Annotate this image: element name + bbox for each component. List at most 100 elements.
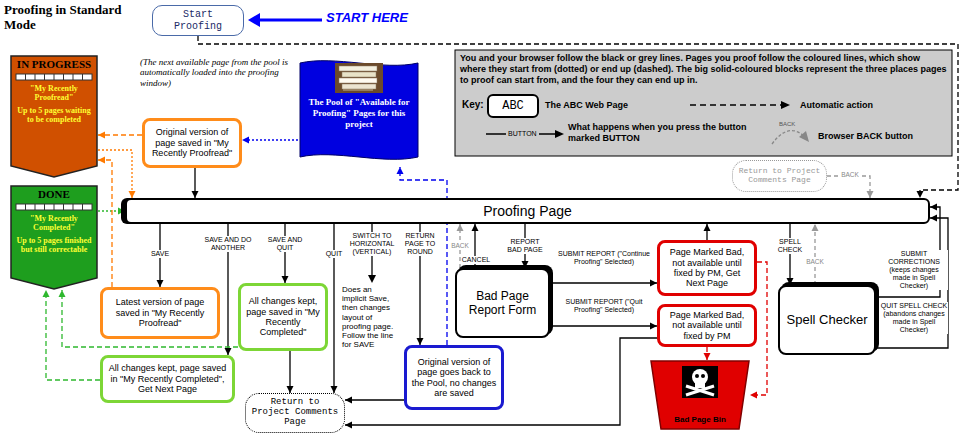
start-arrowhead (248, 13, 260, 27)
connector (787, 224, 794, 285)
progress-tick (73, 204, 74, 210)
arrowhead (812, 224, 819, 231)
note-label: ABC (488, 99, 538, 113)
paper-sheet (339, 66, 377, 71)
progress-tick (44, 204, 45, 210)
legend-back-arrowhead (799, 131, 809, 142)
process-box: Spell Checker (778, 285, 876, 355)
progress-tick (54, 204, 55, 210)
legend-text: Automatic action (800, 100, 873, 111)
arrowhead (704, 353, 711, 360)
arrowhead (787, 278, 794, 285)
button-label: SAVE AND DO ANOTHER (203, 236, 253, 252)
connector (287, 351, 294, 393)
node-text: The Pool of "Available for Proofing" Pag… (306, 97, 412, 129)
banner-outline (11, 186, 97, 289)
progress-tick (25, 204, 26, 210)
connector (550, 323, 657, 330)
connector-line (400, 167, 447, 345)
arrowhead (282, 276, 289, 283)
button-label: SUBMIT REPORT ("Continue Proofing" Selec… (556, 250, 652, 266)
arrowhead (345, 397, 352, 404)
arrowhead (225, 348, 232, 355)
legend-page-sample (488, 95, 538, 117)
node-text: Page Marked Bad, not available until fix… (664, 310, 750, 341)
legend-auto-line (690, 104, 782, 105)
note-label: START HERE (326, 10, 456, 25)
node-text: Latest version of page saved in "My Rece… (107, 297, 213, 328)
switch-arrowhead (368, 275, 376, 283)
progress-tick (73, 74, 74, 80)
start-arrow (258, 19, 322, 22)
node-text: All changes kept, page saved in "My Rece… (107, 363, 228, 394)
node-text: Original version of page saved in "My Re… (149, 127, 235, 158)
arrowhead (650, 323, 657, 330)
button-label: QUIT (322, 250, 346, 258)
note-label: BACK (779, 121, 795, 127)
progress-tick (44, 74, 45, 80)
connector (827, 176, 874, 198)
node-text: Up to 5 pages finished but still correct… (14, 236, 94, 254)
progress-tick (35, 74, 36, 80)
arrowhead (345, 422, 352, 429)
button-label: QUIT SPELL CHECK (abandons changes made … (880, 302, 948, 334)
connector-line (46, 290, 100, 380)
arrowhead (417, 338, 424, 345)
arrowhead (129, 191, 136, 198)
node-text: All changes kept, page saved in "My Rece… (245, 296, 321, 337)
connector-line (814, 224, 815, 285)
connector (812, 224, 819, 285)
legend-auto-arrowhead (781, 101, 790, 109)
banner-outline (11, 56, 97, 177)
process-box: Latest version of page saved in "My Rece… (100, 287, 220, 339)
legend-back-arc (772, 131, 804, 144)
progress-tick (25, 74, 26, 80)
paper-sheet (339, 78, 377, 83)
connector-line (98, 160, 112, 287)
node-text: Return to Project Comments Page (250, 398, 340, 428)
connector-line (242, 139, 298, 140)
connector (98, 132, 142, 139)
node-text: Original version of page goes back to th… (411, 357, 497, 398)
arrowhead (704, 224, 711, 231)
arrowhead (192, 191, 199, 198)
process-box: Return to Project Comments Page (245, 393, 345, 433)
connector (198, 36, 958, 198)
arrowhead (331, 386, 338, 393)
arrowhead (242, 137, 249, 144)
arrowhead (157, 280, 164, 287)
connector (704, 347, 711, 360)
node-text: Bad Page Bin (674, 415, 726, 424)
connector (43, 290, 101, 380)
node-text: Proofing Page (483, 203, 572, 219)
connector (192, 168, 199, 198)
connector (397, 167, 448, 345)
button-label: SUBMIT CORRECTIONS (keeps changes made i… (880, 250, 948, 290)
progress-tick (63, 204, 64, 210)
arrowhead (650, 280, 657, 287)
connector (282, 224, 289, 283)
connector (98, 150, 136, 198)
connector-line (284, 224, 285, 283)
progress-bar (16, 204, 92, 210)
arrowhead (287, 386, 294, 393)
node-text: Start Proofing (157, 9, 239, 32)
process-box: Bad Page Report Form (455, 268, 550, 338)
connector (704, 224, 711, 240)
progress-tick (63, 74, 64, 80)
paper-line (343, 90, 373, 91)
connector-line (98, 150, 132, 198)
note-label: Does an implicit Save, then changes layo… (342, 285, 398, 349)
legend-panel (455, 50, 952, 156)
legend-text: Browser BACK button (818, 131, 913, 142)
process-box: Original version of page saved in "My Re… (142, 118, 242, 168)
connector-line (789, 224, 790, 285)
skull-ground (682, 366, 718, 398)
node-text: IN PROGRESS (17, 58, 91, 71)
bin-outline (651, 361, 749, 429)
shape-node: Bad Page Bin (650, 360, 750, 430)
arrowhead (118, 208, 125, 215)
process-box: Original version of page goes back to th… (404, 345, 504, 410)
node-text: Spell Checker (787, 312, 868, 328)
connector (345, 338, 657, 429)
